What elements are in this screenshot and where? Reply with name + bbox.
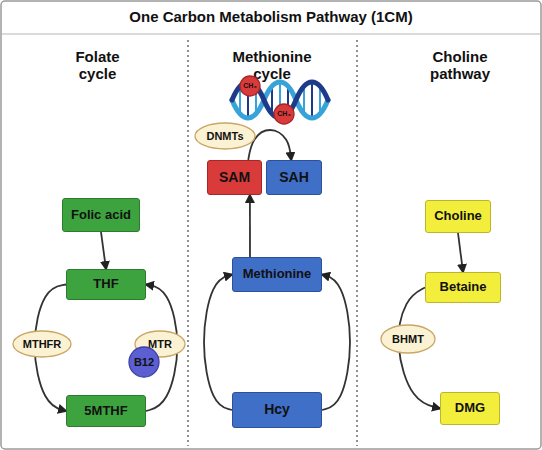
flow-arrow [101, 232, 106, 269]
node-label: SAH [279, 170, 309, 185]
process-box: Choline [425, 200, 491, 233]
helix-rung [319, 88, 321, 112]
node-label: MTR [148, 338, 172, 350]
helix-rung [311, 83, 313, 117]
process-box: Methionine [232, 257, 322, 292]
enzyme-oval: MTHFR [12, 330, 72, 358]
node-label: CH₃ [243, 82, 256, 90]
node-label: B12 [134, 356, 154, 368]
flow-arrow [458, 233, 463, 272]
column-heading: Choline pathway [420, 48, 500, 83]
node-outline [13, 331, 71, 357]
column-heading: Methionine cycle [222, 48, 322, 83]
helix-rung [271, 88, 273, 112]
node-label: MTHFR [23, 338, 62, 350]
node-label: SAM [219, 170, 250, 185]
process-box: SAM [207, 160, 262, 195]
node-label: Hcy [264, 402, 290, 417]
node-outline [240, 76, 260, 96]
column-heading: Folate cycle [60, 48, 135, 83]
helix-strand [232, 82, 328, 118]
diagram-title: One Carbon Metabolism Pathway (1CM) [0, 8, 542, 25]
methyl-circle: CH₃ [273, 103, 295, 125]
process-box: DMG [440, 392, 500, 425]
node-label: Choline [434, 209, 482, 223]
process-box: Hcy [232, 392, 322, 428]
node-label: Betaine [440, 280, 487, 294]
node-label: Folic acid [71, 208, 131, 222]
process-box: Folic acid [62, 198, 140, 232]
node-label: 5MTHF [84, 404, 127, 418]
node-label: Methionine [243, 267, 312, 281]
helix-strand [232, 82, 328, 118]
node-label: DNMTs [206, 130, 243, 142]
methyl-circle: CH₃ [239, 75, 261, 97]
node-label: DMG [455, 401, 485, 415]
enzyme-oval: DNMTs [194, 122, 256, 150]
node-outline [129, 347, 159, 377]
enzyme-oval: BHMT [380, 324, 436, 354]
dna-helix [232, 82, 328, 118]
cofactor-circle: B12 [128, 346, 160, 378]
node-outline [195, 123, 255, 149]
node-outline [381, 325, 435, 353]
process-box: THF [66, 269, 146, 300]
process-box: SAH [266, 160, 322, 195]
flow-arrow [322, 275, 350, 411]
process-box: 5MTHF [66, 395, 146, 427]
process-box: Betaine [425, 272, 501, 303]
helix-rung [239, 88, 241, 112]
node-label: CH₃ [277, 110, 290, 118]
flow-arrow [249, 195, 251, 257]
node-label: BHMT [392, 333, 424, 345]
column-divider [187, 40, 188, 446]
column-divider [356, 40, 357, 446]
node-outline [274, 104, 294, 124]
node-label: THF [93, 277, 118, 291]
title-rule [1, 34, 541, 35]
helix-rung [303, 88, 305, 112]
flow-arrow [204, 275, 232, 411]
